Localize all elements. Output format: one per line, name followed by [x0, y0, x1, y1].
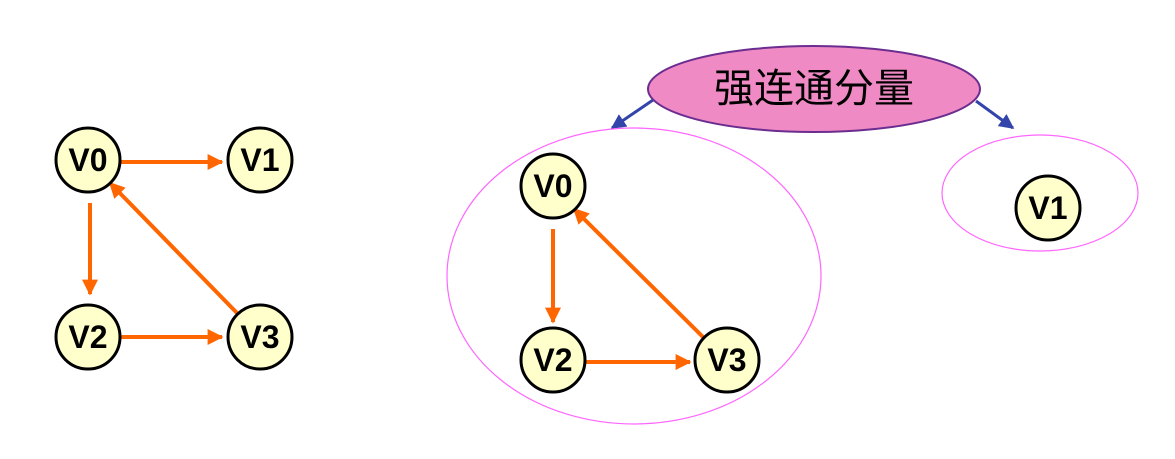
svg-text:V1: V1 [1028, 190, 1067, 226]
original-graph: V0 V1 V2 V3 [54, 126, 294, 371]
svg-text:V1: V1 [240, 142, 279, 178]
callout: 强连通分量 [647, 45, 981, 133]
svg-text:V2: V2 [68, 319, 107, 355]
svg-text:V0: V0 [68, 142, 107, 178]
svg-text:V0: V0 [533, 168, 572, 204]
node-v2: V2 [54, 303, 122, 371]
pointer-to-component-2 [975, 99, 1015, 130]
component-2: V1 [941, 134, 1139, 252]
callout-label: 强连通分量 [714, 66, 914, 112]
callout-bubble [647, 45, 981, 133]
component-1-node-v2: V2 [519, 326, 587, 394]
svg-text:V2: V2 [533, 342, 572, 378]
svg-text:V3: V3 [240, 319, 279, 355]
pointer-to-component-1 [610, 98, 654, 130]
component-1-node-v3: V3 [693, 326, 761, 394]
node-v0: V0 [54, 126, 122, 194]
component-1: V0 V2 V3 [446, 127, 822, 425]
component-1-outline [446, 127, 822, 425]
component-1-edge-v3-v0 [572, 207, 706, 340]
component-2-node-v1: V1 [1014, 174, 1082, 242]
svg-text:V3: V3 [707, 342, 746, 378]
component-1-node-v0: V0 [519, 152, 587, 220]
edge-v3-v0 [108, 181, 239, 315]
node-v3: V3 [226, 303, 294, 371]
component-2-outline [941, 134, 1139, 252]
node-v1: V1 [226, 126, 294, 194]
